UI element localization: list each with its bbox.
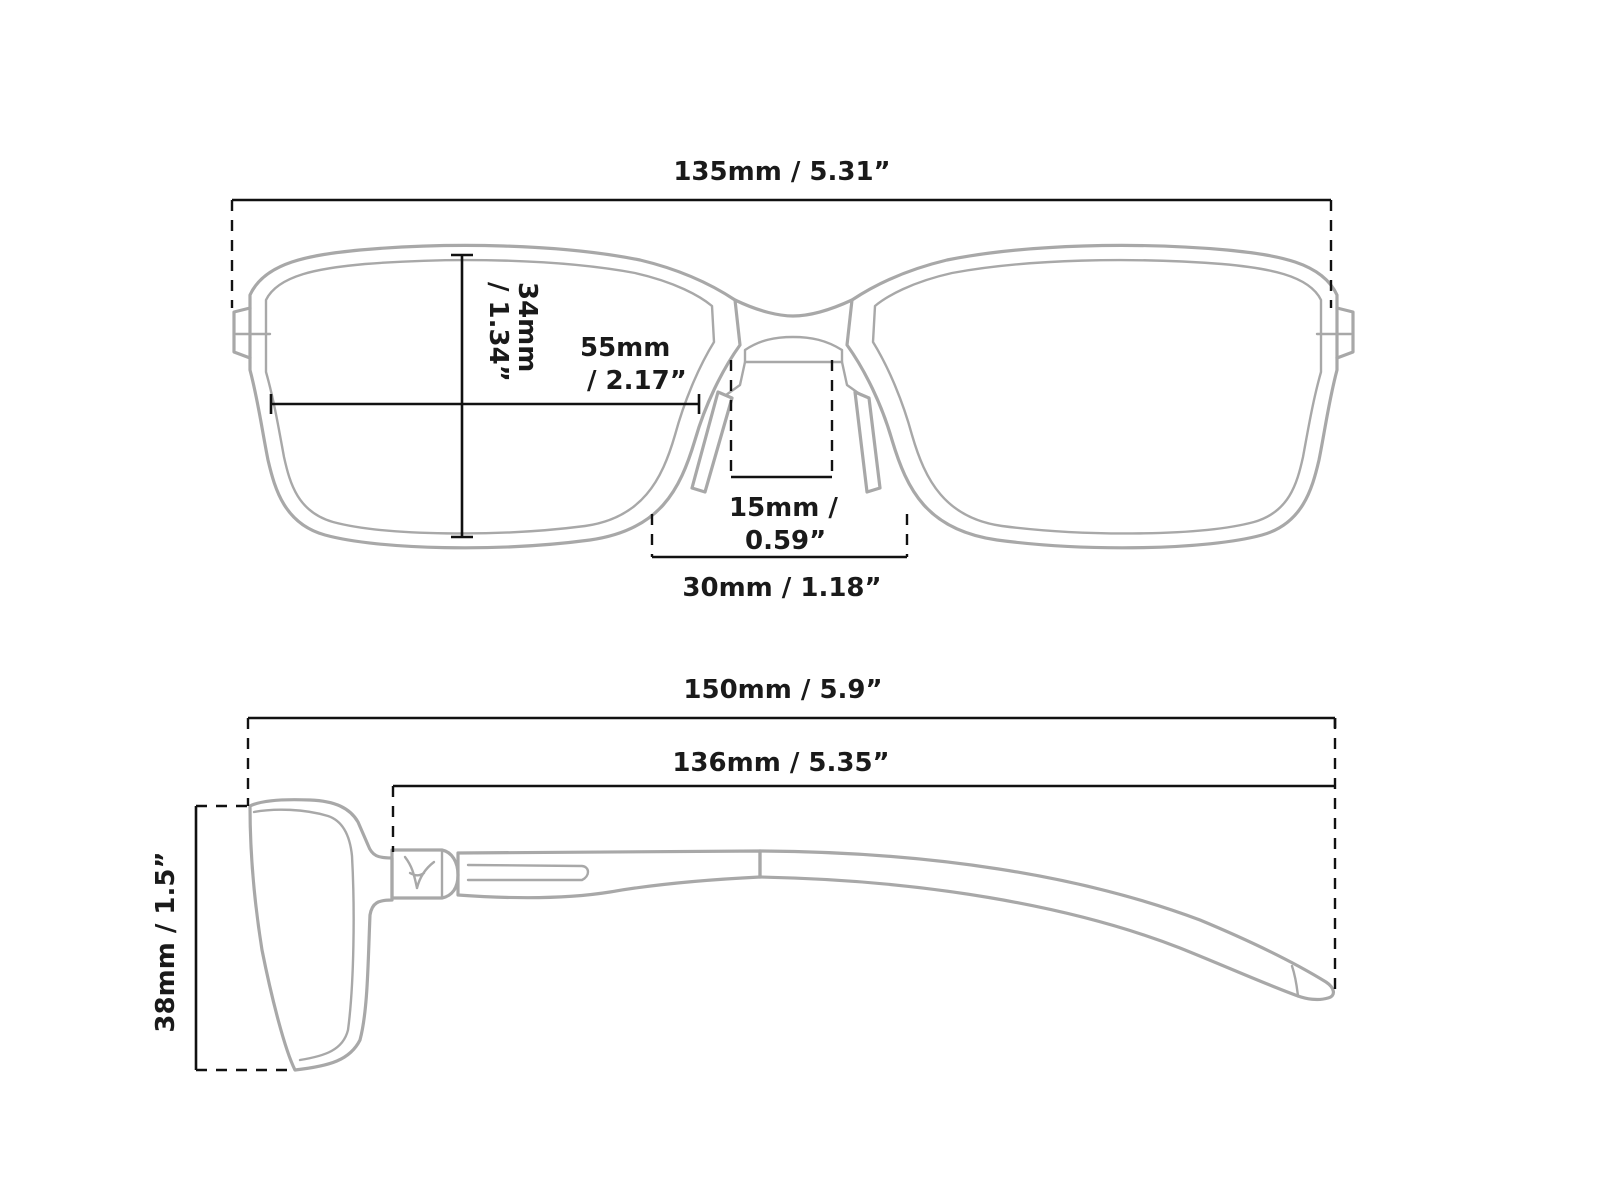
bridge-top bbox=[733, 298, 854, 318]
right-rim-outer bbox=[845, 243, 1339, 550]
brand-logo-icon bbox=[403, 855, 436, 890]
right-rim-inner bbox=[871, 258, 1323, 535]
front-view: 135mm / 5.31” 34mm / 1.34” 55mm / 2.17” … bbox=[230, 157, 1355, 603]
lens-height-label-line1: 34mm bbox=[512, 282, 542, 372]
hinge-block bbox=[390, 848, 460, 900]
lens-height-label-group: 34mm / 1.34” bbox=[483, 282, 542, 382]
temple-tip-divider bbox=[1290, 964, 1300, 998]
lens-width-label-line2: / 2.17” bbox=[587, 366, 687, 396]
left-rim-inner bbox=[264, 258, 716, 535]
side-rim-inner bbox=[252, 808, 355, 1062]
left-end-piece bbox=[232, 306, 252, 360]
left-rim-outer bbox=[248, 243, 742, 550]
side-rim-profile bbox=[248, 798, 394, 1072]
bridge-label-line1: 15mm / bbox=[729, 493, 838, 523]
lens-height-label-line2: / 1.34” bbox=[483, 282, 513, 382]
temple-length-label: 136mm / 5.35” bbox=[672, 748, 889, 778]
left-nose-pad bbox=[690, 390, 734, 494]
temple-front-section bbox=[456, 849, 762, 900]
nose-span-label: 30mm / 1.18” bbox=[682, 573, 881, 603]
right-nose-pad bbox=[853, 390, 882, 494]
front-frame-drawing bbox=[232, 243, 1355, 550]
temple-slot bbox=[466, 863, 590, 882]
side-view: 150mm / 5.9” 136mm / 5.35” 38mm / 1.5” bbox=[151, 675, 1337, 1072]
bridge-underside bbox=[743, 335, 844, 364]
lens-width-label-line1: 55mm bbox=[580, 333, 670, 363]
temple-arm-top bbox=[758, 849, 1335, 1002]
side-frame-drawing bbox=[248, 798, 1335, 1072]
left-pad-arm bbox=[724, 360, 747, 397]
right-pad-arm bbox=[840, 360, 863, 397]
frame-height-label: 38mm / 1.5” bbox=[151, 851, 181, 1032]
right-end-piece bbox=[1335, 306, 1355, 360]
total-width-label: 135mm / 5.31” bbox=[673, 157, 890, 187]
temple-arm-bottom bbox=[758, 875, 1300, 998]
bridge-label-line2: 0.59” bbox=[745, 526, 826, 556]
overall-length-label: 150mm / 5.9” bbox=[683, 675, 882, 705]
